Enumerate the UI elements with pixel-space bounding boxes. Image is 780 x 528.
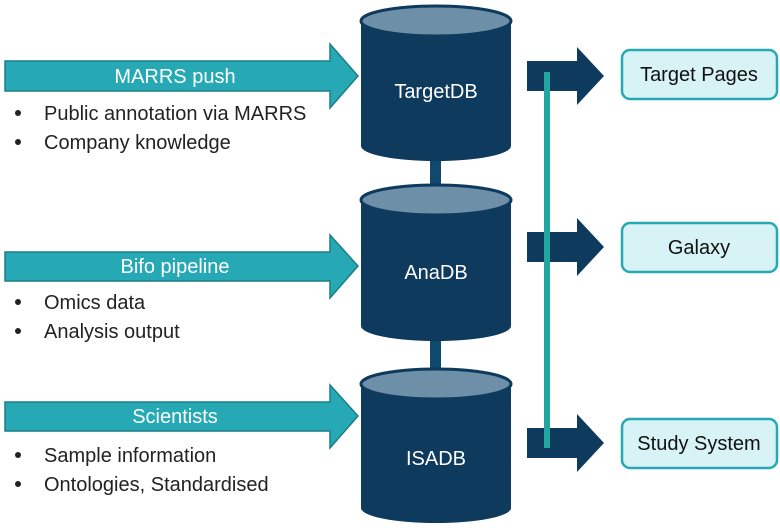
cylinder-top (359, 367, 513, 401)
database-label: TargetDB (394, 81, 477, 103)
input-label-bifo-pipeline: Bifo pipeline (121, 256, 230, 278)
bullet-item: Sample information (44, 445, 216, 467)
bullet-icon (15, 452, 21, 458)
output-arrow-galaxy (527, 218, 604, 276)
output-trunk-line (544, 72, 550, 448)
arrow-shape (4, 383, 360, 450)
bullet-icon (15, 481, 21, 487)
output-box-shape (620, 221, 779, 274)
input-arrow-marrs-push: MARRS push (4, 42, 359, 110)
bullet-list-scientists: Sample information Ontologies, Standardi… (15, 445, 269, 496)
database-label: ISADB (406, 448, 466, 470)
bullet-list-bifo: Omics data Analysis output (15, 292, 180, 343)
bullet-item: Ontologies, Standardised (44, 474, 269, 496)
input-label-marrs-push: MARRS push (114, 66, 235, 88)
output-label: Galaxy (668, 237, 730, 259)
output-arrow-target-pages (527, 47, 604, 105)
output-box-shape (620, 48, 779, 101)
bullet-icon (15, 299, 21, 305)
bullet-item: Omics data (44, 292, 146, 314)
bullet-item: Company knowledge (44, 132, 231, 154)
bullet-item: Public annotation via MARRS (44, 103, 306, 125)
database-label: AnaDB (404, 262, 467, 284)
input-label-scientists: Scientists (132, 406, 218, 428)
cylinder-body (361, 200, 511, 341)
output-label: Study System (637, 433, 760, 455)
cylinder-top (359, 183, 513, 217)
cylinder-body (361, 21, 511, 161)
db-connector-ana-isa (430, 338, 441, 382)
output-box-study-system: Study System (620, 417, 779, 470)
cylinder-body (361, 384, 511, 523)
input-arrow-scientists: Scientists (4, 383, 360, 450)
cylinder-top (359, 4, 513, 38)
output-box-galaxy: Galaxy (620, 221, 779, 274)
bullet-icon (15, 110, 21, 116)
bullet-icon (15, 328, 21, 334)
db-connector-target-ana (430, 152, 441, 202)
database-isadb: ISADB (359, 367, 513, 523)
bullet-item: Analysis output (44, 321, 180, 343)
bullet-list-marrs: Public annotation via MARRS Company know… (15, 103, 306, 154)
output-box-shape (620, 417, 779, 470)
output-label: Target Pages (640, 64, 758, 86)
arrow-shape (4, 42, 359, 110)
bullet-icon (15, 139, 21, 145)
database-targetdb: TargetDB (359, 4, 513, 161)
output-arrow-study-system (527, 414, 604, 472)
arrow-shape (4, 233, 360, 300)
output-box-target-pages: Target Pages (620, 48, 779, 101)
database-anadb: AnaDB (359, 183, 513, 341)
input-arrow-bifo-pipeline: Bifo pipeline (4, 233, 360, 300)
